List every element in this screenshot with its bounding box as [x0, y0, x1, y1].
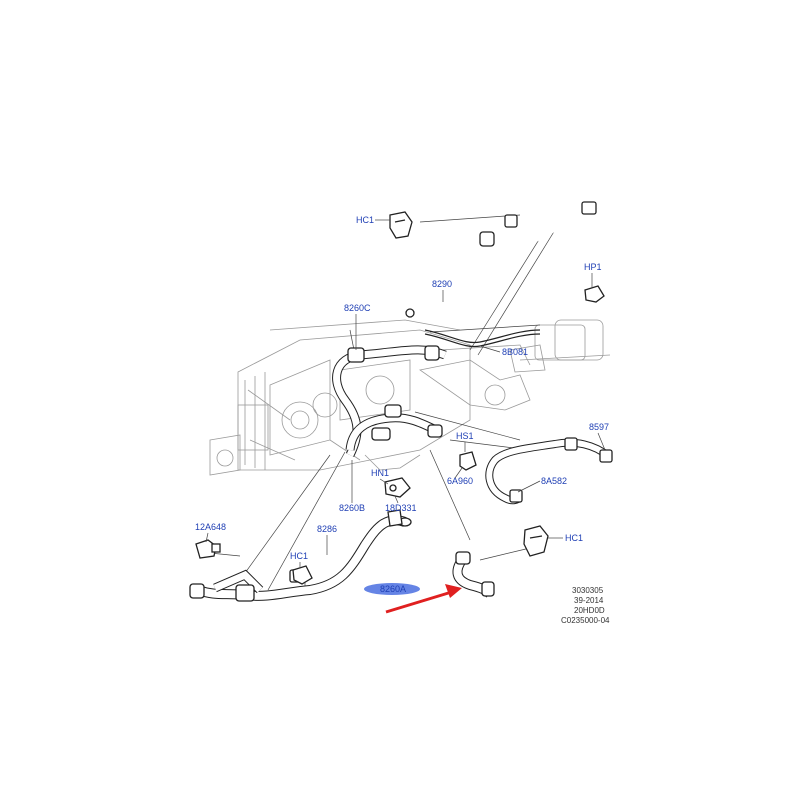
clip-hc1-right	[523, 525, 549, 557]
clip-hc1-top	[389, 211, 413, 239]
clip-hs1	[459, 451, 477, 471]
label-6a960: 6A960	[447, 476, 473, 486]
clip-hp1	[584, 285, 605, 303]
label-hs1: HS1	[456, 431, 474, 441]
label-hp1: HP1	[584, 262, 602, 272]
label-hn1: HN1	[371, 468, 389, 478]
hose-8290	[405, 201, 599, 318]
label-18d331: 18D331	[385, 503, 417, 513]
label-8a582: 8A582	[541, 476, 567, 486]
clip-hc1-left	[292, 565, 313, 585]
label-8260c: 8260C	[344, 303, 371, 313]
reference-line-2: 39-2014	[574, 596, 604, 605]
red-arrow	[385, 584, 462, 614]
sensor-12a648	[195, 539, 221, 559]
label-hc1-right: HC1	[565, 533, 583, 543]
highlight-8260a	[364, 583, 420, 595]
label-8260a: 8260A	[380, 584, 406, 594]
hose-8a582	[485, 437, 613, 505]
hose-8260a	[452, 551, 495, 598]
fitting-18d331	[387, 509, 403, 527]
label-8260b: 8260B	[339, 503, 365, 513]
reference-line-3: 20HD0D	[574, 606, 605, 615]
label-8597: 8597	[589, 422, 609, 432]
label-8286: 8286	[317, 524, 337, 534]
reference-line-1: 3030305	[572, 586, 604, 595]
hose-8b081	[424, 329, 541, 348]
reference-block: 3030305 39-2014 20HD0D C0235000-04	[561, 586, 610, 625]
reference-line-4: C0235000-04	[561, 616, 610, 625]
engine-assembly	[209, 319, 611, 476]
hose-8260c	[332, 345, 447, 458]
hose-8286	[189, 515, 412, 602]
clip-hn1	[384, 477, 411, 498]
hose-8260b	[345, 404, 443, 451]
label-hc1-top: HC1	[356, 215, 374, 225]
label-12a648: 12A648	[195, 522, 226, 532]
label-8b081: 8B081	[502, 347, 528, 357]
label-8290: 8290	[432, 279, 452, 289]
label-hc1-left: HC1	[290, 551, 308, 561]
